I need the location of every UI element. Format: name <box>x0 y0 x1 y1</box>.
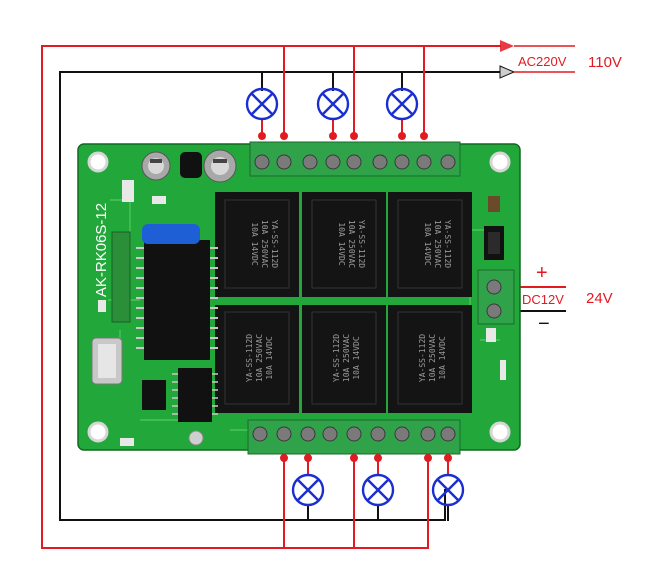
smd-pads <box>98 180 506 446</box>
relay-rating-a: 10A 250VAC <box>428 334 437 382</box>
transistor-icon <box>180 152 202 178</box>
relay-rating-b: 10A 14VDC <box>265 336 274 380</box>
relay-icon <box>388 305 472 413</box>
board-model-label: AK-RK06S-12 <box>93 203 110 297</box>
ac-source-label: AC220V <box>518 54 567 69</box>
led-icon <box>188 430 204 446</box>
relay-model: YA-SS-112D <box>270 220 279 268</box>
ac-neutral-arrow-icon <box>499 65 516 79</box>
relay-rating-a: 10A 250VAC <box>342 334 351 382</box>
relay-icon <box>215 305 299 413</box>
relay-markings: 10A 250VAC 10A 14VDC YA-SS-112D 10A 250V… <box>245 220 452 382</box>
relay-rating-a: 10A 250VAC <box>260 220 269 268</box>
rf-module <box>111 231 131 323</box>
blue-component <box>142 224 200 244</box>
wires <box>41 45 566 549</box>
relay-rating-b: 10A 14VDC <box>438 336 447 380</box>
relay-rating-b: 10A 14VDC <box>250 222 259 266</box>
relay-model: YA-SS-112D <box>418 334 427 382</box>
relay-rating-b: 10A 14VDC <box>337 222 346 266</box>
relays <box>215 192 472 413</box>
terminal-block-bottom <box>247 419 461 455</box>
neutral-wire <box>59 71 501 521</box>
lamp-icon <box>431 473 465 507</box>
relay-icon <box>302 305 386 413</box>
lamp-icon <box>385 87 419 121</box>
lamps <box>245 87 465 507</box>
relay-icon <box>215 192 299 297</box>
relay-model: YA-SS-112D <box>443 220 452 268</box>
lamp-icon <box>291 473 325 507</box>
relay-rating-a: 10A 250VAC <box>433 220 442 268</box>
chip-icon <box>136 240 218 360</box>
live-wire <box>41 45 501 549</box>
chip-icon <box>142 380 166 410</box>
dc-alt-label: 24V <box>586 290 613 307</box>
dc-plus-label: + <box>536 262 548 284</box>
relay-model: YA-SS-112D <box>357 220 366 268</box>
jumper-icon <box>484 226 504 260</box>
relay-board: 10A 250VAC 10A 14VDC YA-SS-112D 10A 250V… <box>77 141 521 455</box>
relay-rating-b: 10A 14VDC <box>352 336 361 380</box>
connection-dots <box>258 132 452 462</box>
chip-icon <box>172 368 218 422</box>
crystal-icon <box>91 337 123 385</box>
capacitor-icon <box>141 151 171 181</box>
lamp-icon <box>361 473 395 507</box>
terminal-block-top <box>249 141 461 177</box>
relay-rating-a: 10A 250VAC <box>255 334 264 382</box>
relay-model: YA-SS-112D <box>245 334 254 382</box>
relay-rating-a: 10A 250VAC <box>347 220 356 268</box>
dc-terminal-block <box>477 269 515 325</box>
relay-icon <box>302 192 386 297</box>
capacitor-icon <box>203 149 237 183</box>
lamp-icon <box>245 87 279 121</box>
dc-source-label: DC12V <box>522 292 564 307</box>
dc-minus-label: − <box>538 313 550 335</box>
lamp-icon <box>316 87 350 121</box>
relay-model: YA-SS-112D <box>332 334 341 382</box>
mounting-holes <box>87 151 511 443</box>
ac-live-arrow-icon <box>500 40 514 52</box>
ac-alt-label: 110V <box>588 54 622 71</box>
led-icon <box>488 196 500 212</box>
relay-rating-b: 10A 14VDC <box>423 222 432 266</box>
relay-icon <box>388 192 472 297</box>
